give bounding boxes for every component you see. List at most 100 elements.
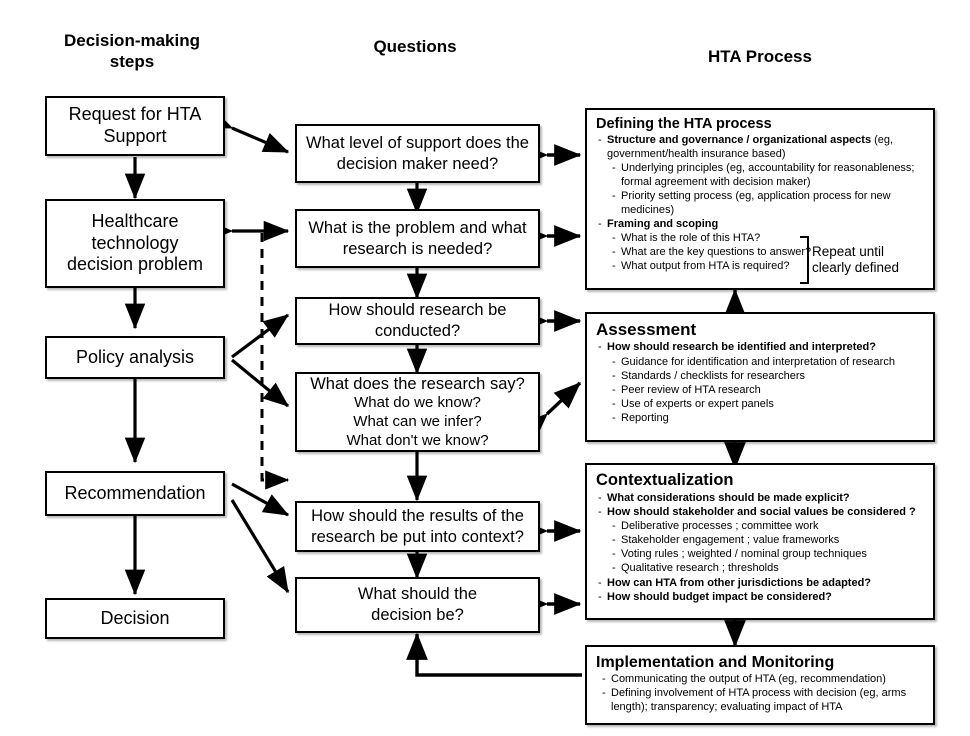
hta-item-bold: How should stakeholder and social values… — [607, 505, 916, 518]
question-line: What is the problem and what — [308, 218, 527, 237]
hta-list-item: - Priority setting process (eg, applicat… — [596, 190, 925, 217]
bullet-dash-icon: - — [598, 217, 602, 230]
question-box-problem-and-research[interactable]: What is the problem and what research is… — [295, 209, 540, 268]
bullet-dash-icon: - — [598, 341, 602, 354]
bullet-dash-icon: - — [598, 576, 602, 589]
hta-item-bold: How should budget impact be considered? — [607, 590, 832, 603]
question-box-what-decision[interactable]: What should the decision be? — [295, 577, 540, 633]
hta-item-rest: Defining involvement of HTA process with… — [611, 687, 907, 713]
hta-item-bold: What considerations should be made expli… — [607, 491, 850, 504]
bullet-dash-icon: - — [612, 231, 616, 244]
question-line: What do we know? — [354, 394, 481, 412]
arrow-request-to-q1 — [205, 109, 290, 154]
hta-item-bold: How can HTA from other jurisdictions be … — [607, 576, 872, 589]
hta-list-item: - Deliberative processes ; committee wor… — [596, 520, 925, 534]
hta-list-item: - Defining involvement of HTA process wi… — [596, 687, 925, 714]
step-box-recommendation[interactable]: Recommendation — [45, 471, 225, 516]
hta-list-item: - How should budget impact be considered… — [596, 591, 925, 605]
repeat-annotation-line-2: clearly defined — [812, 260, 900, 275]
step-label-line-2: technology — [91, 232, 179, 253]
question-box-research-conducted[interactable]: How should research be conducted? — [295, 297, 540, 345]
column-header-line-2: steps — [109, 52, 155, 72]
hta-item-rest: What are the key questions to answer? — [621, 245, 812, 258]
hta-box-implementation-and-monitoring[interactable]: Implementation and Monitoring - Communic… — [585, 645, 935, 725]
hta-item-rest: Communicating the output of HTA (eg, rec… — [611, 673, 886, 686]
hta-list-item: - Structure and governance / organizatio… — [596, 134, 925, 161]
column-header-questions-label: Questions — [373, 37, 457, 56]
arrow-recommendation-to-q5 — [231, 482, 290, 517]
bullet-dash-icon: - — [612, 520, 616, 533]
question-box-what-research-say[interactable]: What does the research say? What do we k… — [295, 372, 540, 452]
arrow-dashed-feedback-loop — [260, 233, 290, 490]
step-box-request-for-hta-support[interactable]: Request for HTA Support — [45, 96, 225, 156]
step-box-policy-analysis[interactable]: Policy analysis — [45, 336, 225, 379]
step-box-healthcare-technology-decision-problem[interactable]: Healthcare technology decision problem — [45, 199, 225, 288]
hta-item-rest: Peer review of HTA research — [621, 383, 761, 396]
step-box-decision[interactable]: Decision — [45, 598, 225, 639]
question-line: What can we infer? — [353, 412, 482, 430]
hta-list-item: - Framing and scoping — [596, 218, 925, 232]
hta-item-bold: Structure and governance / organizationa… — [607, 134, 872, 147]
step-label-line-1: Policy analysis — [75, 346, 195, 367]
column-header-line-1: Decision-making — [63, 31, 201, 50]
bullet-dash-icon: - — [612, 369, 616, 382]
bullet-dash-icon: - — [612, 562, 616, 575]
arrow-policy-to-q3 — [231, 313, 290, 359]
hta-box-assessment[interactable]: Assessment - How should research be iden… — [585, 312, 935, 442]
hta-item-rest: Qualitative research ; thresholds — [621, 562, 779, 575]
hta-list-item: - Qualitative research ; thresholds — [596, 562, 925, 576]
hta-box-title: Contextualization — [596, 471, 734, 489]
hta-box-title: Implementation and Monitoring — [596, 654, 835, 671]
bullet-dash-icon: - — [612, 162, 616, 175]
question-box-results-into-context[interactable]: How should the results of the research b… — [295, 501, 540, 552]
bullet-dash-icon: - — [612, 260, 616, 273]
hta-box-contextualization[interactable]: Contextualization - What considerations … — [585, 463, 935, 620]
bullet-dash-icon: - — [598, 134, 602, 147]
hta-item-rest: Guidance for identification and interpre… — [621, 355, 895, 368]
question-line: How should the results of the — [311, 506, 524, 525]
step-label-line-1: Request for HTA — [68, 104, 202, 125]
hta-item-rest: What output from HTA is required? — [621, 260, 790, 273]
hta-list-item: - What are the key questions to answer? — [596, 246, 817, 260]
step-label-line-1: Recommendation — [64, 482, 206, 503]
hta-list-item: - Reporting — [596, 412, 925, 426]
hta-item-rest: Priority setting process (eg, applicatio… — [621, 189, 891, 216]
bullet-dash-icon: - — [602, 673, 606, 686]
hta-list-item: - Peer review of HTA research — [596, 384, 925, 398]
step-label-line-3: decision problem — [66, 254, 204, 275]
bullet-dash-icon: - — [612, 412, 616, 425]
hta-item-rest: Voting rules ; weighted / nominal group … — [621, 548, 867, 561]
step-label-line-2: Support — [103, 126, 167, 146]
hta-item-rest: Standards / checklists for researchers — [621, 369, 806, 382]
bullet-dash-icon: - — [598, 590, 602, 603]
hta-list-item: - Guidance for identification and interp… — [596, 356, 925, 370]
question-box-level-of-support[interactable]: What level of support does the decision … — [295, 124, 540, 183]
hta-item-bold: How should research be identified and in… — [607, 341, 876, 354]
bullet-dash-icon: - — [612, 397, 616, 410]
hta-box-title: Assessment — [596, 320, 697, 339]
hta-list-item: - What output from HTA is required? — [596, 260, 817, 274]
question-main-line: What does the research say? — [310, 374, 525, 393]
bullet-dash-icon: - — [612, 355, 616, 368]
question-line: What don't we know? — [346, 431, 489, 449]
hta-list-item: - How can HTA from other jurisdictions b… — [596, 577, 925, 591]
bullet-dash-icon: - — [598, 491, 602, 504]
hta-item-rest: Use of experts or expert panels — [621, 397, 774, 410]
hta-list-item: - Underlying principles (eg, accountabil… — [596, 162, 925, 189]
hta-list-item: - Standards / checklists for researchers — [596, 370, 925, 384]
repeat-until-annotation: Repeat until clearly defined — [800, 236, 899, 284]
question-line: research be put into context? — [311, 527, 524, 546]
hta-item-rest: Reporting — [621, 412, 669, 425]
arrow-implementation-to-q6 — [406, 632, 582, 677]
bullet-dash-icon: - — [612, 534, 616, 547]
question-line: research is needed? — [342, 239, 493, 258]
question-line: How should research be — [328, 301, 507, 320]
question-line: What should the — [357, 585, 478, 604]
bullet-dash-icon: - — [612, 383, 616, 396]
hta-list-item: - What is the role of this HTA? — [596, 232, 817, 246]
hta-item-rest: Deliberative processes ; committee work — [621, 520, 819, 533]
hta-item-rest: Underlying principles (eg, accountabilit… — [621, 162, 915, 188]
hta-item-rest: What is the role of this HTA? — [621, 231, 761, 244]
hta-box-defining-the-hta-process[interactable]: Defining the HTA process - Structure and… — [585, 108, 935, 290]
hta-list-item: - How should stakeholder and social valu… — [596, 506, 925, 520]
